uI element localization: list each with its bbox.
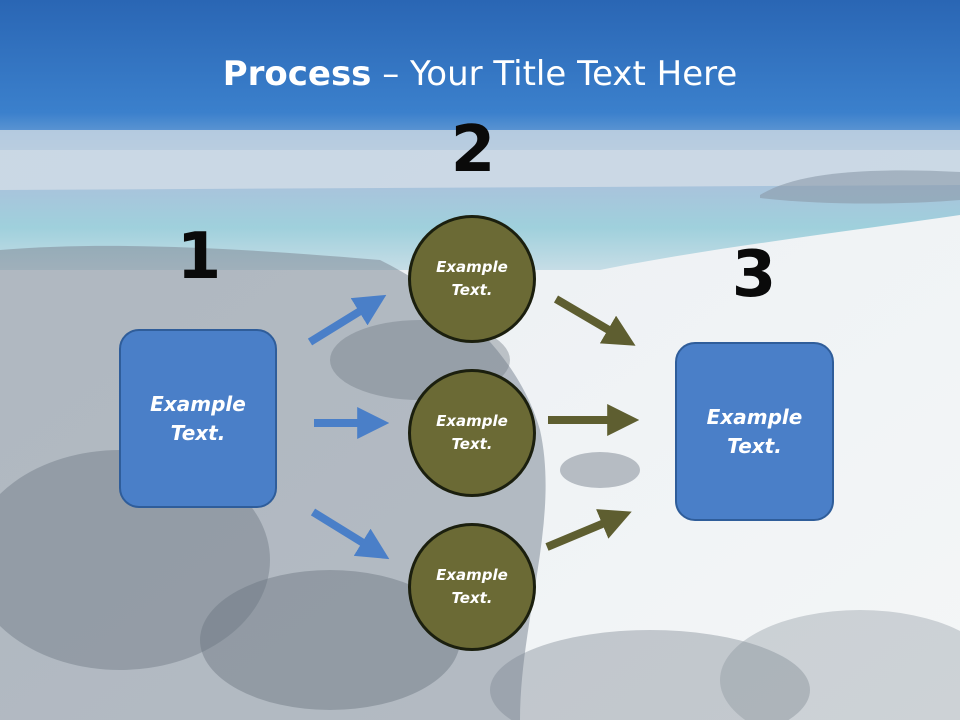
step-number-1: 1 — [176, 220, 222, 294]
step1-box: Example Text. — [119, 329, 277, 508]
title-bold-text: Process — [222, 54, 372, 94]
arrow-left-to-top — [307, 294, 387, 346]
slide-title: Process – Your Title Text Here — [0, 52, 960, 96]
step2-circle-middle: Example Text. — [408, 369, 536, 497]
step2-circle-bottom: Example Text. — [408, 523, 536, 651]
step3-box: Example Text. — [675, 342, 834, 521]
circle-bottom-label: Example Text. — [436, 566, 508, 607]
circle-middle-label: Example Text. — [436, 412, 508, 453]
circle-top-label: Example Text. — [436, 258, 508, 299]
title-rest-text: – Your Title Text Here — [371, 54, 738, 94]
step2-circle-top: Example Text. — [408, 215, 536, 343]
arrow-top-to-right — [553, 295, 636, 346]
step-number-3: 3 — [731, 238, 777, 312]
step3-box-label: Example Text. — [706, 404, 803, 458]
step1-box-label: Example Text. — [150, 391, 246, 445]
arrow-left-to-bottom — [310, 508, 390, 560]
step-number-2: 2 — [450, 113, 496, 187]
arrow-bottom-to-right — [545, 509, 632, 551]
